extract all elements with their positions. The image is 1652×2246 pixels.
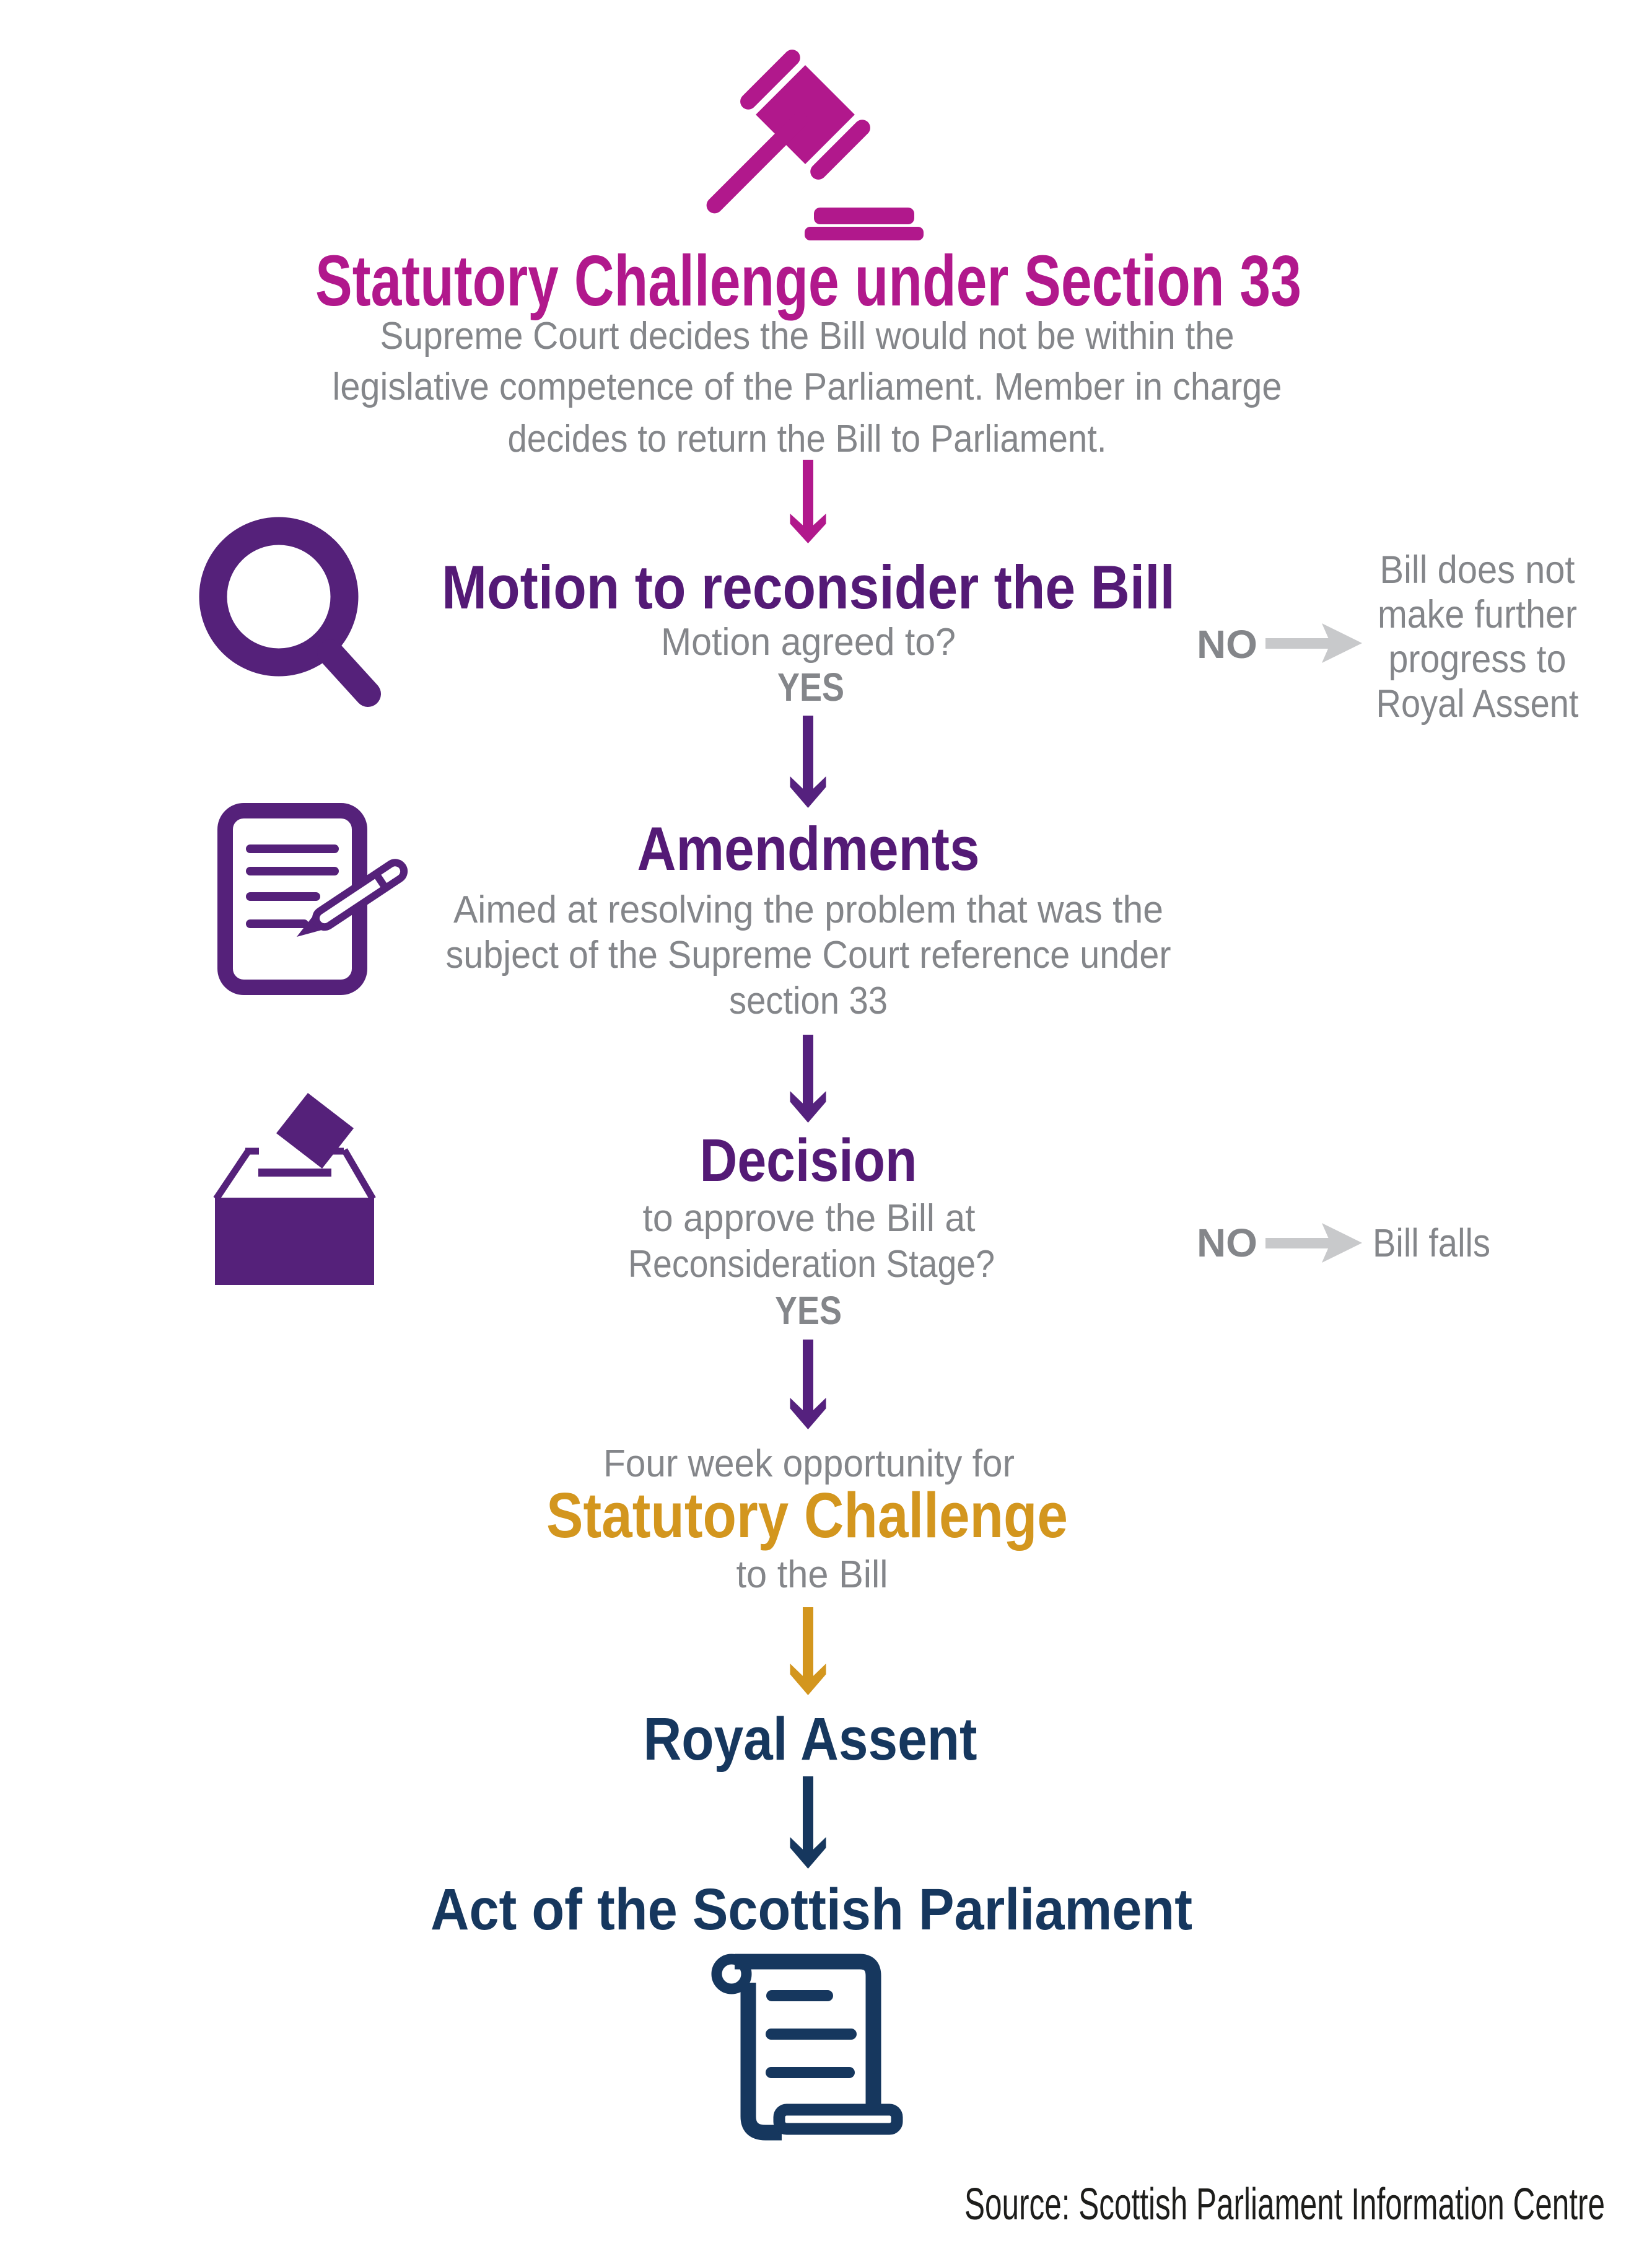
svg-text:Motion to reconsider the Bill: Motion to reconsider the Bill bbox=[442, 553, 1175, 621]
svg-text:NO: NO bbox=[1197, 1221, 1257, 1265]
svg-text:Reconsideration Stage?: Reconsideration Stage? bbox=[628, 1243, 995, 1286]
svg-text:section 33: section 33 bbox=[729, 980, 888, 1022]
svg-text:Motion agreed to?: Motion agreed to? bbox=[661, 621, 956, 664]
svg-text:Bill falls: Bill falls bbox=[1373, 1221, 1490, 1265]
svg-text:Royal Assent: Royal Assent bbox=[644, 1705, 977, 1773]
svg-text:Statutory Challenge under Sect: Statutory Challenge under Section 33 bbox=[315, 240, 1301, 321]
svg-text:Act of the Scottish Parliament: Act of the Scottish Parliament bbox=[430, 1877, 1192, 1942]
svg-text:subject of the Supreme Court r: subject of the Supreme Court reference u… bbox=[446, 934, 1171, 976]
svg-text:decides to return the Bill to: decides to return the Bill to Parliament… bbox=[508, 418, 1107, 460]
svg-text:Statutory Challenge: Statutory Challenge bbox=[546, 1480, 1068, 1551]
svg-text:Supreme Court decides the Bill: Supreme Court decides the Bill would not… bbox=[380, 315, 1235, 358]
svg-text:progress to: progress to bbox=[1389, 638, 1567, 681]
svg-text:make further: make further bbox=[1378, 593, 1577, 636]
svg-text:Decision: Decision bbox=[700, 1126, 917, 1194]
svg-text:Source: Scottish Parliament In: Source: Scottish Parliament Information … bbox=[964, 2180, 1605, 2229]
svg-text:to approve the Bill at: to approve the Bill at bbox=[643, 1197, 976, 1240]
svg-text:Four week opportunity for: Four week opportunity for bbox=[603, 1442, 1015, 1485]
svg-text:Bill does not: Bill does not bbox=[1380, 548, 1575, 592]
svg-text:YES: YES bbox=[775, 1288, 842, 1333]
svg-text:to the Bill: to the Bill bbox=[736, 1553, 888, 1596]
svg-text:Aimed at resolving the problem: Aimed at resolving the problem that was … bbox=[453, 888, 1163, 931]
svg-text:legislative competence of the: legislative competence of the Parliament… bbox=[333, 366, 1282, 408]
svg-text:Amendments: Amendments bbox=[637, 814, 980, 883]
svg-text:YES: YES bbox=[777, 665, 844, 709]
svg-text:Royal Assent: Royal Assent bbox=[1376, 682, 1579, 726]
svg-text:NO: NO bbox=[1197, 622, 1257, 667]
